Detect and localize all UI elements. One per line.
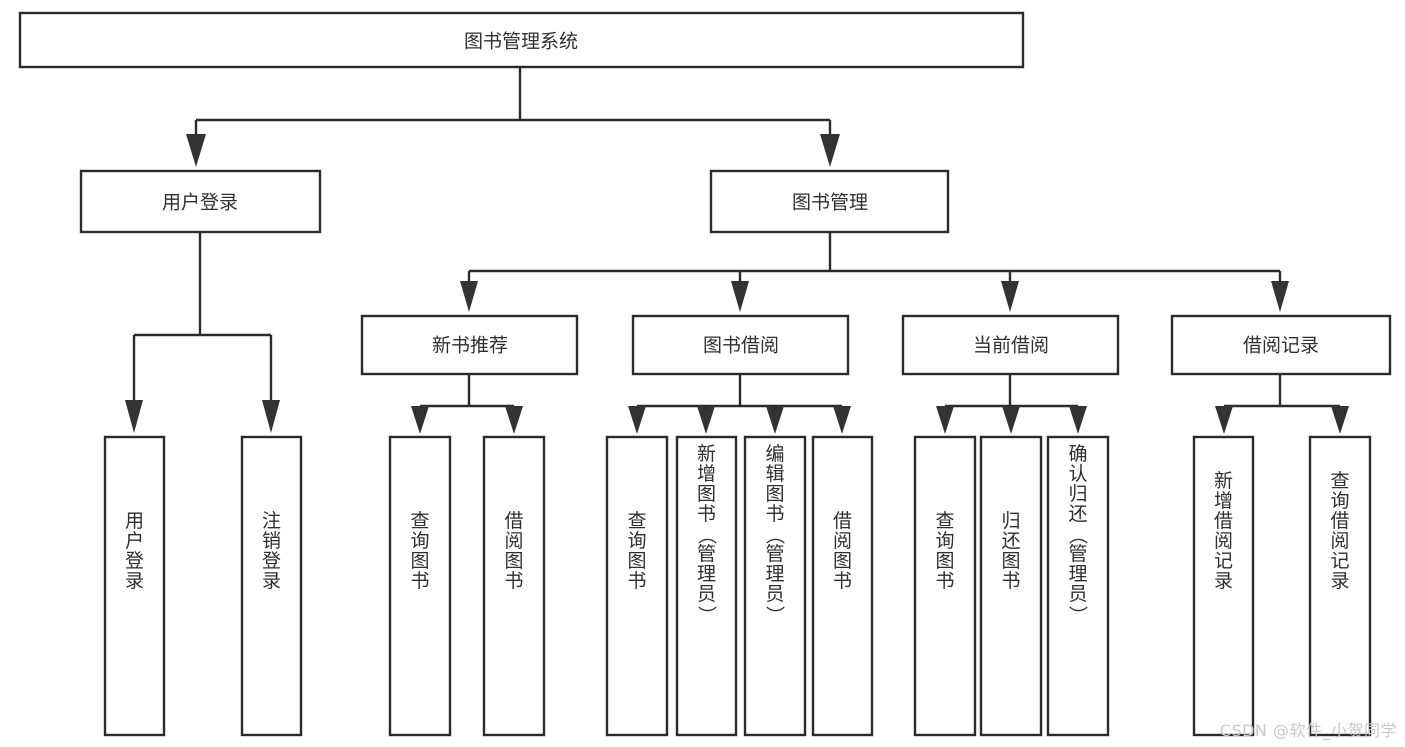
connector-group-root-to-level2	[186, 67, 840, 167]
arrow-head-book-management	[820, 134, 840, 167]
arrow-head-leaf-borrow-book-2	[833, 406, 851, 434]
node-root-box[interactable]	[18, 11, 1025, 69]
node-user-login-box[interactable]	[79, 169, 322, 234]
arrow-head-leaf-query-borrow-record	[1331, 406, 1349, 434]
arrow-head-current-borrow	[1001, 281, 1019, 312]
node-root-label: 图书管理系统	[464, 31, 578, 53]
arrow-head-leaf-edit-book-admin	[766, 406, 784, 434]
arrow-head-leaf-logout-login	[262, 400, 280, 433]
arrow-head-leaf-return-book	[1002, 406, 1020, 434]
arrow-head-leaf-add-book-admin	[697, 406, 715, 434]
node-book-borrow-label: 图书借阅	[703, 335, 779, 357]
node-current-borrow-label: 当前借阅	[973, 335, 1049, 357]
leaf-query-borrow-record-box[interactable]	[1308, 435, 1372, 737]
leaf-query-book-3-box[interactable]	[913, 435, 977, 737]
node-user-login-label: 用户登录	[162, 192, 238, 214]
node-book-borrow-box[interactable]	[631, 314, 850, 376]
arrow-head-borrow-record	[1271, 281, 1289, 312]
arrow-head-leaf-user-login	[125, 400, 143, 433]
connector-group-bookmgmt-to-level3	[460, 232, 1289, 312]
arrow-head-new-book-recommend	[460, 281, 478, 312]
connector-group-userlogin-to-leaves	[125, 232, 280, 433]
arrow-head-leaf-confirm-return-admin	[1069, 406, 1087, 434]
arrow-head-leaf-query-book-2	[628, 406, 646, 434]
node-borrow-record-label: 借阅记录	[1243, 335, 1319, 357]
node-new-book-recommend-box[interactable]	[360, 314, 579, 376]
arrow-head-leaf-borrow-book-1	[505, 406, 523, 434]
connector-group-newbook-to-leaves	[411, 374, 523, 434]
node-borrow-record-box[interactable]	[1170, 314, 1392, 376]
connector-group-borrowrecord-to-leaves	[1215, 374, 1349, 434]
leaf-logout-login-box[interactable]	[240, 435, 303, 737]
node-book-management-box[interactable]	[709, 169, 950, 234]
leaf-add-book-admin-box[interactable]	[675, 435, 738, 737]
arrow-head-leaf-query-book-1	[411, 406, 429, 434]
leaf-edit-book-admin-box[interactable]	[743, 435, 807, 737]
leaf-query-book-2-box[interactable]	[605, 435, 669, 737]
leaf-borrow-book-2-box[interactable]	[811, 435, 874, 737]
arrow-head-book-borrow	[731, 281, 749, 312]
csdn-watermark: CSDN @软件_小贺同学	[1219, 721, 1397, 740]
connector-group-currentborrow-to-leaves	[936, 374, 1087, 434]
leaf-query-book-1-box[interactable]	[388, 435, 452, 737]
leaf-borrow-book-1-box[interactable]	[482, 435, 546, 737]
node-book-management-label: 图书管理	[792, 192, 868, 214]
leaf-return-book-box[interactable]	[979, 435, 1043, 737]
node-current-borrow-box[interactable]	[901, 314, 1120, 376]
connector-group-bookborrow-to-leaves	[628, 374, 851, 434]
leaf-add-borrow-record-box[interactable]	[1192, 435, 1255, 737]
arrow-head-leaf-add-borrow-record	[1215, 406, 1233, 434]
leaf-user-login-box[interactable]	[103, 435, 166, 737]
arrow-head-leaf-query-book-3	[936, 406, 954, 434]
leaf-confirm-return-admin-box[interactable]	[1046, 435, 1110, 737]
arrow-head-user-login	[186, 134, 206, 167]
node-new-book-recommend-label: 新书推荐	[432, 335, 508, 357]
